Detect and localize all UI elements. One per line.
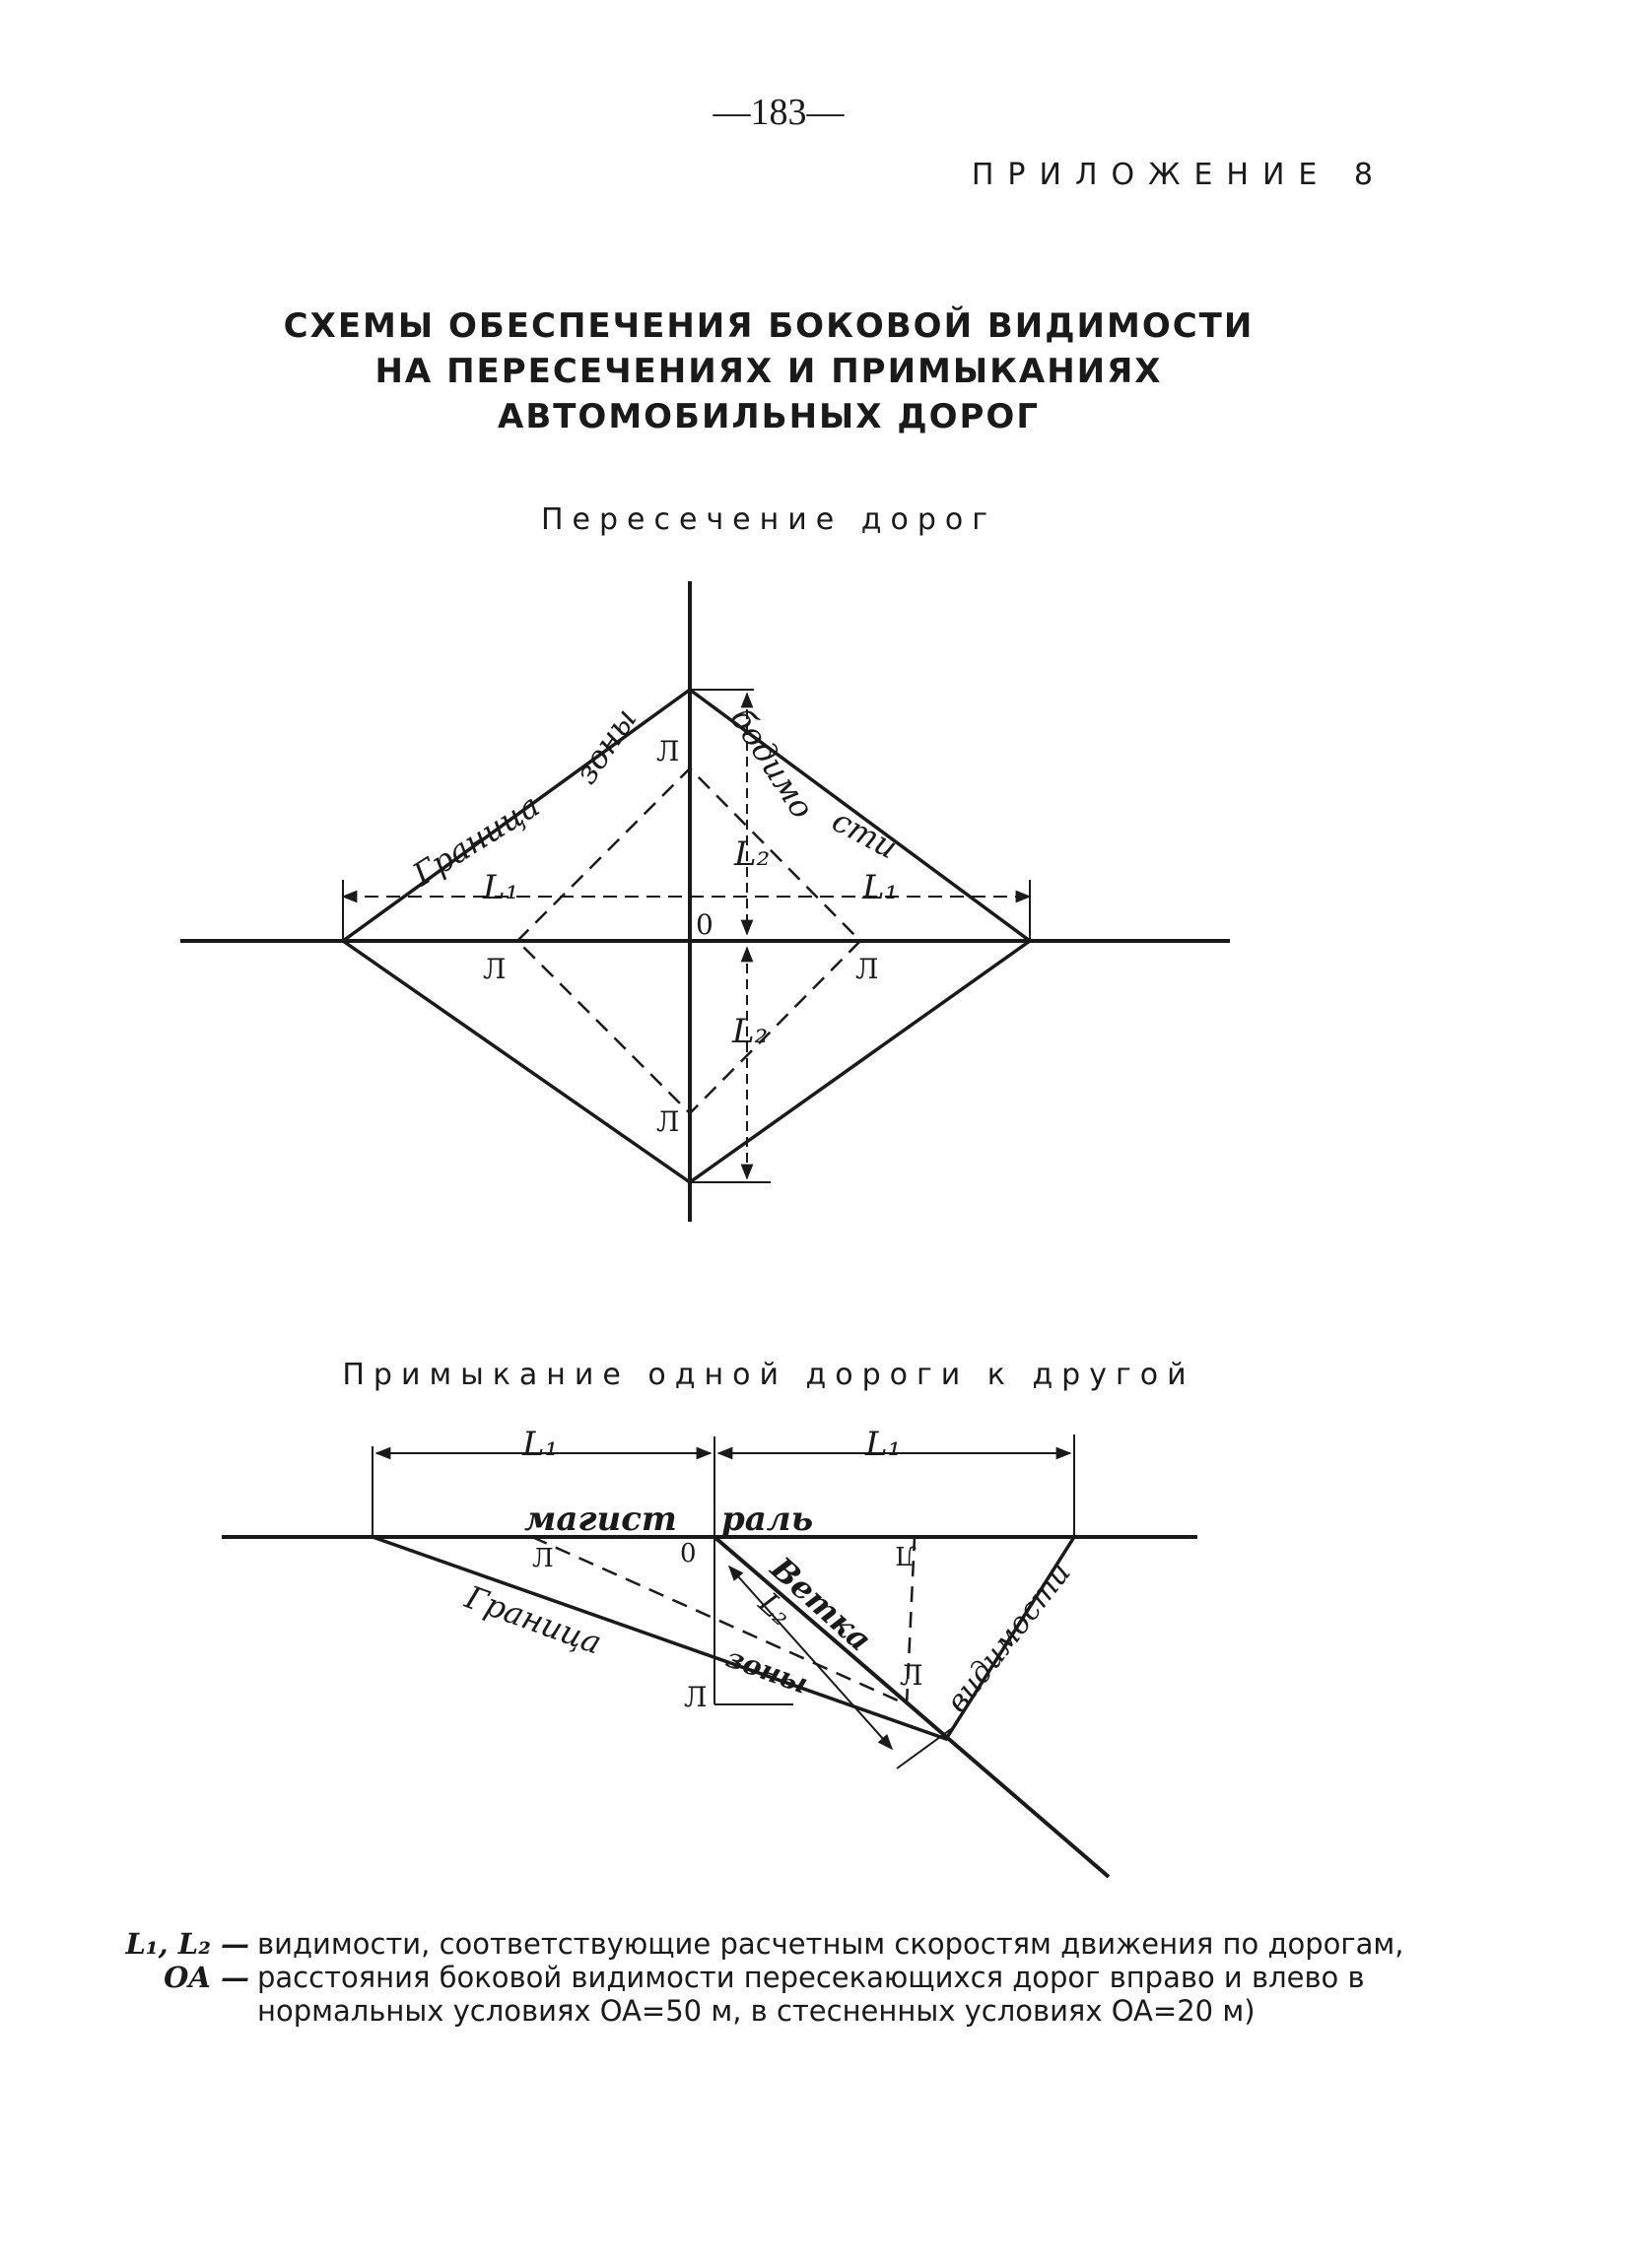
appendix-label: ПРИЛОЖЕНИЕ 8 — [971, 158, 1387, 192]
point-bottom-label: Л — [656, 1105, 679, 1138]
L2-bottom-label: L₂ — [731, 1012, 768, 1051]
origin-label-2: 0 — [680, 1539, 697, 1568]
zone-label-2: зоны — [722, 1641, 813, 1701]
boundary-label-2: Граница — [459, 1577, 606, 1661]
point-label-b: Л — [895, 1540, 917, 1569]
visibility-boundary-2 — [372, 1535, 1076, 1742]
intersection-diagram: Граница зоны бодимо сти L₁ L₁ L₂ L₂ 0 Л … — [180, 581, 1230, 1222]
origin-label: 0 — [696, 908, 714, 941]
title-line-1: СХЕМЫ ОБЕСПЕЧЕНИЯ БОКОВОЙ ВИДИМОСТИ — [283, 306, 1255, 346]
legend-row: L₁, L₂ — видимости, соответствующие расч… — [94, 1927, 1454, 1961]
legend-row: OA — расстояния боковой видимости пересе… — [94, 1961, 1454, 2028]
legend-symbol: L₁, L₂ — — [125, 1927, 249, 1961]
L1-right-label: L₁ — [861, 868, 898, 907]
point-label-d: Л — [684, 1681, 707, 1713]
page-title: СХЕМЫ ОБЕСПЕЧЕНИЯ БОКОВОЙ ВИДИМОСТИ НА П… — [0, 303, 1537, 439]
point-label-c: Л — [900, 1659, 922, 1692]
legend-text: видимости, соответствующие расчетным ско… — [257, 1927, 1404, 1961]
visibility-label-3: видимости — [940, 1556, 1078, 1718]
figure1-caption: Пересечение дорог — [540, 502, 996, 537]
point-right-label: Л — [855, 953, 878, 985]
figure2-caption: Примыкание одной дороги к другой — [342, 1358, 1195, 1392]
L1-right-label-2: L₁ — [864, 1425, 901, 1464]
legend: L₁, L₂ — видимости, соответствующие расч… — [94, 1927, 1454, 2028]
inner-zone — [515, 767, 862, 1115]
point-label-a: Л — [532, 1544, 554, 1573]
highway-label-1: магист — [524, 1500, 677, 1539]
junction-diagram: магист раль Ветка Граница зоны видимости… — [222, 1425, 1197, 1879]
legend-text: расстояния боковой видимости пересекающи… — [257, 1961, 1365, 2028]
point-left-label: Л — [483, 953, 506, 985]
point-top-label: Л — [656, 735, 679, 767]
L2-top-label: L₂ — [733, 834, 770, 874]
title-line-2: НА ПЕРЕСЕЧЕНИЯХ И ПРИМЫКАНИЯХ — [374, 352, 1163, 391]
highway-label-2: раль — [721, 1500, 813, 1539]
page-number: —183— — [713, 92, 845, 133]
L1-left-label-2: L₁ — [521, 1425, 558, 1464]
title-line-3: АВТОМОБИЛЬНЫХ ДОРОГ — [498, 397, 1040, 436]
legend-symbol: OA — — [164, 1961, 249, 1994]
L1-left-label: L₁ — [482, 868, 518, 907]
